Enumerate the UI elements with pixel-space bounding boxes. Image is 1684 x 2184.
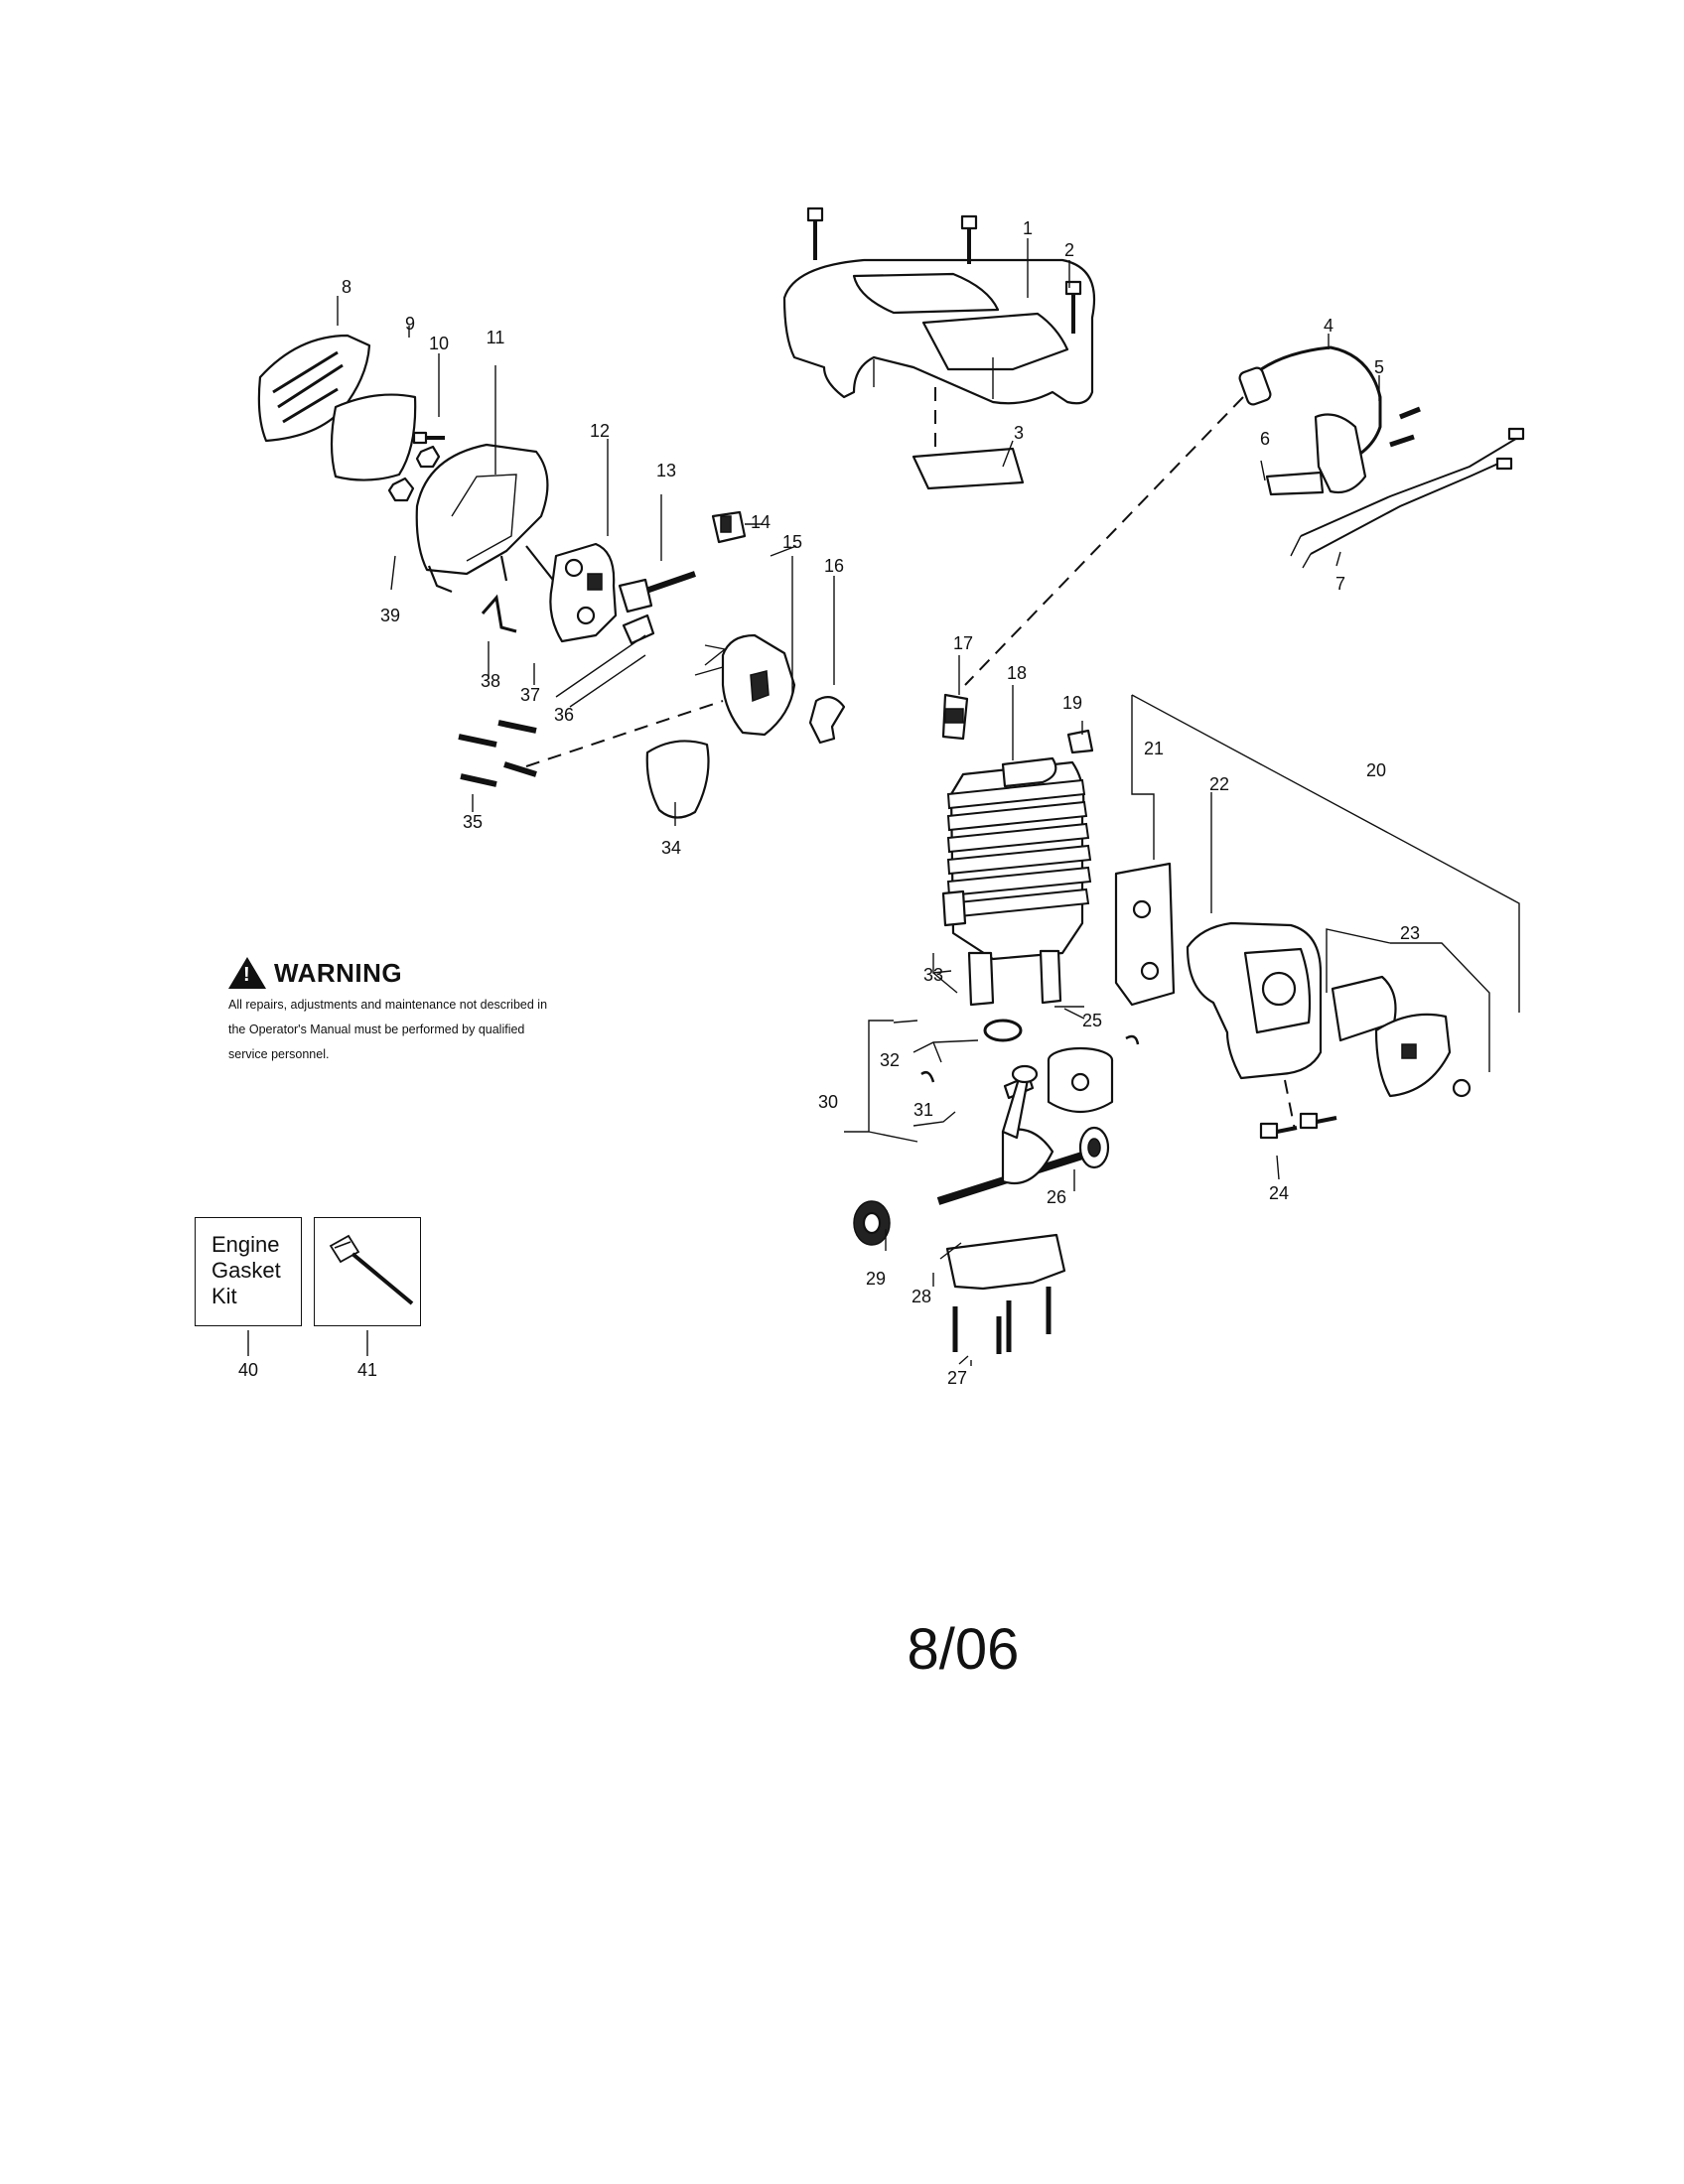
- choke-fitting: [711, 510, 747, 544]
- crank-bearing: [1078, 1126, 1110, 1169]
- engine-gasket-kit-box: Engine Gasket Kit: [195, 1217, 302, 1326]
- filter-nut: [387, 431, 445, 502]
- part-number: 8: [342, 277, 351, 297]
- circlip: [920, 1034, 1140, 1083]
- part-number: 27: [947, 1368, 967, 1388]
- part-number: 21: [1144, 739, 1164, 758]
- air-filter: [330, 393, 417, 481]
- part-number: 2: [1064, 240, 1074, 260]
- part-number: 19: [1062, 693, 1082, 713]
- air-filter-base: [415, 443, 557, 594]
- part-number: 40: [238, 1360, 258, 1380]
- carb-gasket: [622, 614, 655, 645]
- part-number: 11: [487, 328, 505, 347]
- manifold-screws: [458, 720, 537, 787]
- warning-text: All repairs, adjustments and maintenance…: [228, 998, 548, 1061]
- spark-plug-wrench-box: [314, 1217, 421, 1326]
- transfer-cover-left: [967, 951, 995, 1007]
- ignition-module: [1238, 345, 1421, 496]
- part-number: 18: [1007, 663, 1027, 683]
- revision-date: 8/06: [907, 1617, 1020, 1682]
- part-number: 24: [1269, 1183, 1289, 1203]
- part-number: 3: [1014, 423, 1024, 443]
- transfer-cover-right: [1039, 949, 1062, 1005]
- part-number: 23: [1400, 923, 1420, 943]
- crankcase-screws: [952, 1287, 1052, 1354]
- part-number: 28: [912, 1287, 931, 1306]
- part-number: 32: [880, 1050, 900, 1070]
- part-number: 9: [405, 314, 415, 334]
- crank-bearing-seal: [853, 1200, 891, 1246]
- spark-plug-wrench-icon: [329, 1234, 414, 1305]
- carburetor: [549, 542, 618, 643]
- intake-boot: [645, 740, 710, 819]
- cylinder: [941, 756, 1092, 961]
- part-number: 16: [824, 556, 844, 576]
- carb-spacer: [618, 578, 653, 614]
- impulse-hose: [808, 696, 846, 745]
- part-number-labels: 1 2 3 4 5 6 7 8 9 10 11 12 13 14 15 16 1…: [238, 218, 1420, 1388]
- part-number: 15: [782, 532, 802, 552]
- intake-manifold: [694, 633, 796, 737]
- part-number: 6: [1260, 429, 1270, 449]
- warning-title: WARNING: [274, 957, 403, 988]
- warning-icon: [228, 957, 266, 989]
- leader-lines: [247, 238, 1520, 1366]
- throttle-rod: [481, 594, 517, 633]
- part-number: 33: [923, 965, 943, 985]
- part-number: 29: [866, 1269, 886, 1289]
- part-number: 13: [656, 461, 676, 480]
- wire-harness: [1290, 427, 1525, 569]
- part-number: 14: [751, 512, 771, 532]
- part-number: 36: [554, 705, 574, 725]
- part-number: 31: [913, 1100, 933, 1120]
- part-number: 1: [1023, 218, 1033, 238]
- muffler-gasket: [1114, 862, 1176, 1007]
- part-number: 20: [1366, 760, 1386, 780]
- warning-notice: WARNING All repairs, adjustments and mai…: [228, 957, 566, 1067]
- part-number: 41: [357, 1360, 377, 1380]
- part-number: 37: [520, 685, 540, 705]
- clip: [1066, 729, 1094, 754]
- crankshaft: [936, 1064, 1084, 1205]
- muffler-screws: [1259, 1079, 1337, 1140]
- part-number: 30: [818, 1092, 838, 1112]
- part-number: 17: [953, 633, 973, 653]
- part-number: 22: [1209, 774, 1229, 794]
- piston: [1047, 1046, 1114, 1113]
- part-number: 26: [1047, 1187, 1066, 1207]
- engine-cover: [782, 258, 1096, 405]
- part-number: 10: [429, 334, 449, 353]
- piston-ring: [983, 1019, 1023, 1042]
- cover-pad: [912, 447, 1025, 490]
- engine-gasket-kit-label: Engine Gasket Kit: [211, 1232, 281, 1308]
- part-number: 7: [1335, 574, 1345, 594]
- part-number: 39: [380, 606, 400, 625]
- part-number: 5: [1374, 357, 1384, 377]
- part-number: 25: [1082, 1011, 1102, 1030]
- muffler: [1186, 921, 1323, 1080]
- part-number: 4: [1324, 316, 1333, 336]
- spark-plug: [941, 693, 969, 741]
- muffler-nut: [1452, 1078, 1472, 1098]
- part-number: 12: [590, 421, 610, 441]
- part-number: 35: [463, 812, 483, 832]
- part-number: 34: [661, 838, 681, 858]
- crankcase-half: [945, 1233, 1066, 1291]
- part-number: 38: [481, 671, 500, 691]
